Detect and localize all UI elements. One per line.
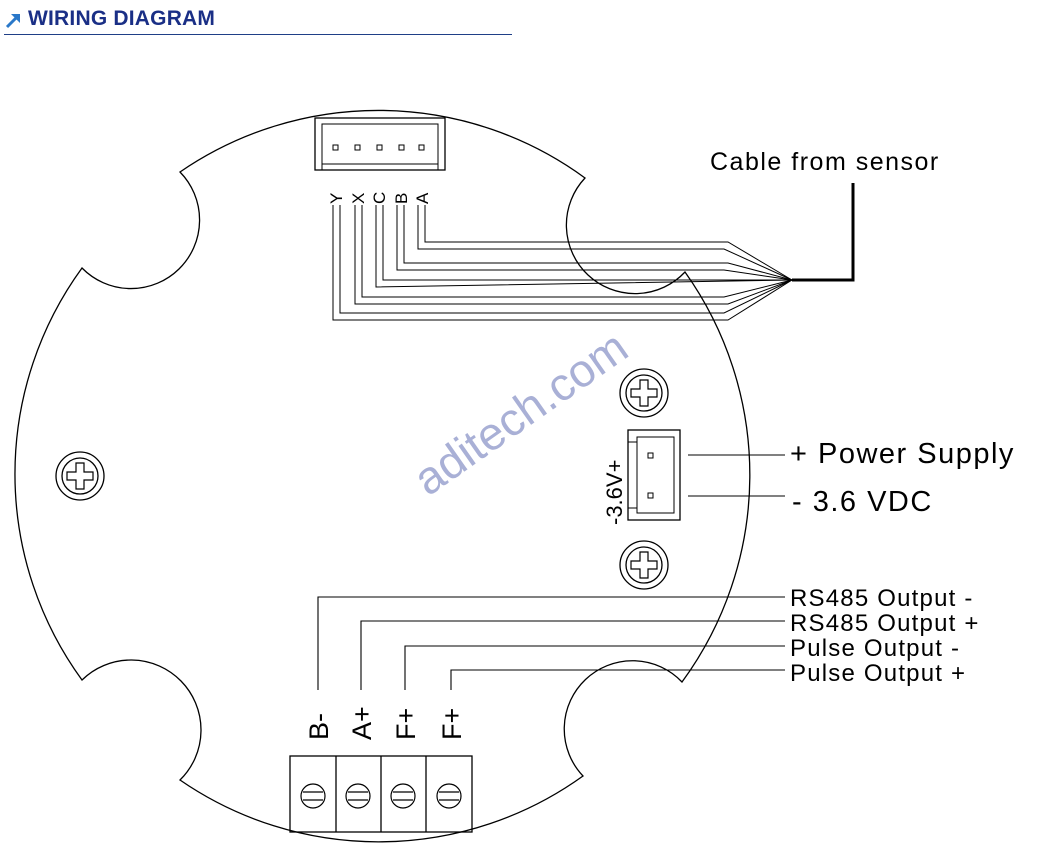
terminal-label-f-plus-2: F+: [437, 708, 467, 740]
battery-connector-label: -3.6V+: [602, 460, 627, 525]
output-label-rs485-plus: RS485 Output +: [790, 610, 980, 637]
terminal-screw-icon: [390, 783, 416, 809]
terminal-screw-icon: [300, 783, 326, 809]
terminal-screw-icon: [345, 783, 371, 809]
screw-icon: [619, 540, 669, 590]
cable-label: Cable from sensor: [710, 148, 940, 176]
power-supply-label: + Power Supply: [790, 438, 1015, 470]
pin-label-b: B: [392, 193, 411, 204]
pin-label-y: Y: [327, 193, 346, 204]
screw-icon: [619, 368, 669, 418]
pin-label-a: A: [413, 192, 432, 204]
pin-label-c: C: [370, 192, 389, 204]
voltage-label: - 3.6 VDC: [792, 486, 933, 518]
output-wires: [317, 596, 785, 690]
page-title: WIRING DIAGRAM: [28, 7, 216, 30]
terminal-screw-icon: [436, 783, 462, 809]
screw-icon: [55, 451, 105, 501]
board-outline: [14, 109, 751, 843]
battery-connector: [627, 429, 681, 521]
output-label-pulse-plus: Pulse Output +: [790, 660, 966, 687]
output-label-rs485-minus: RS485 Output -: [790, 585, 974, 612]
terminal-label-b-minus: B-: [304, 713, 334, 740]
sensor-connector: [314, 117, 446, 171]
output-label-pulse-minus: Pulse Output -: [790, 635, 960, 662]
terminal-block: [289, 755, 473, 833]
sensor-cable-wires: [332, 205, 793, 321]
terminal-label-f-plus-1: F+: [391, 708, 421, 740]
arrow-up-right-icon: [5, 14, 20, 29]
pin-label-x: X: [349, 193, 368, 204]
terminal-label-a-plus: A+: [347, 706, 377, 740]
cable-lead: [792, 183, 855, 282]
header: WIRING DIAGRAM: [4, 6, 512, 35]
